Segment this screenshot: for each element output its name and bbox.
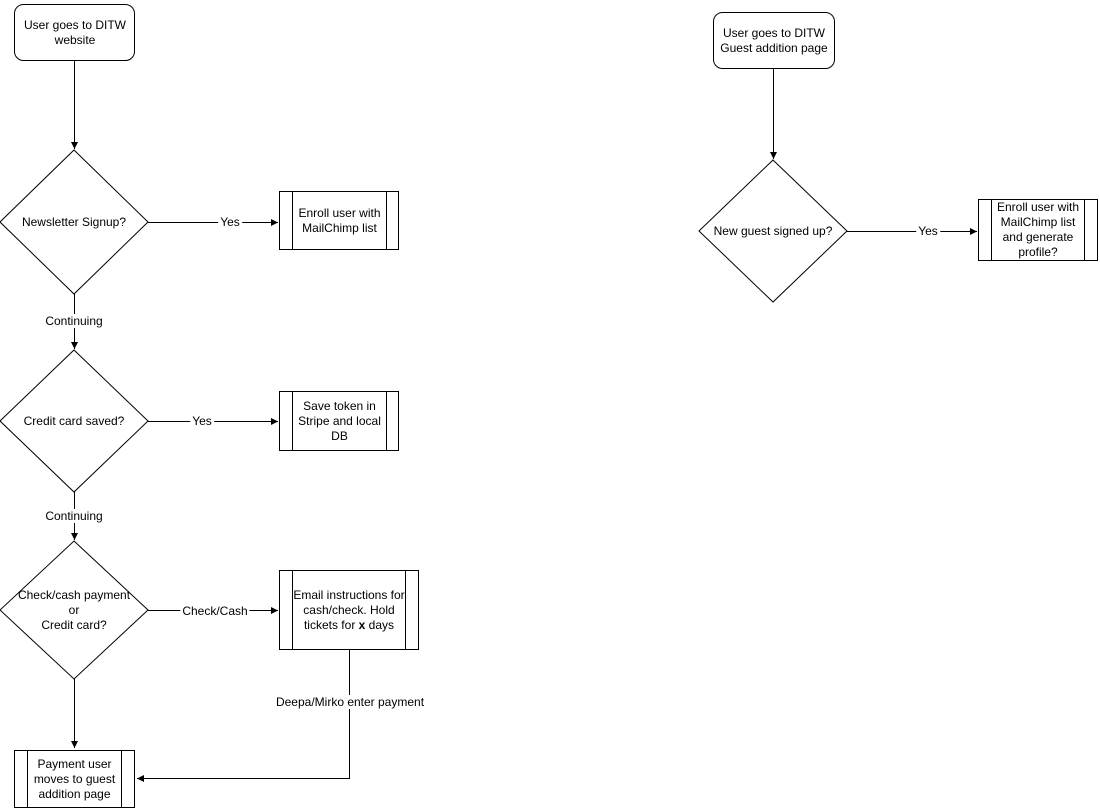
edge-deepa-label: Deepa/Mirko enter payment [273, 695, 427, 709]
process-save-token [279, 391, 399, 451]
process-enroll-generate-box [978, 199, 1098, 261]
process-payment-user [14, 750, 135, 808]
process-enroll-label: Enroll user with MailChimp list [298, 205, 381, 235]
process-enroll-generate [978, 199, 1098, 261]
decision-payment-label: Check/cash payment or Credit card? [17, 587, 131, 632]
edge-yes-right-label: Yes [916, 224, 940, 238]
process-email-label-bold: x [358, 617, 366, 632]
edge-check-cash-label: Check/Cash [180, 604, 250, 618]
start-node-right-label: User goes to DITW Guest addition page [720, 25, 828, 55]
process-email-label-before: Email instructions for cash/check. Hold … [293, 587, 405, 632]
edge-yes-1-label: Yes [218, 215, 242, 229]
process-enroll-mailchimp-bars [292, 191, 387, 250]
decision-new-guest [698, 159, 848, 303]
edge-deepa-mirko [137, 649, 350, 782]
edge-yes-2-label: Yes [190, 414, 214, 428]
process-email-instructions-bars [292, 570, 406, 650]
process-save-token-label: Save token in Stripe and local DB [298, 398, 381, 443]
process-save-token-bars [292, 391, 387, 451]
process-email-instructions [279, 570, 419, 650]
process-payment-user-box [14, 750, 135, 808]
decision-new-guest-label: New guest signed up? [713, 223, 833, 238]
process-save-token-box [279, 391, 399, 451]
process-payment-user-bars [27, 750, 122, 808]
start-node-left-label: User goes to DITW website [23, 17, 127, 47]
decision-newsletter-label: Newsletter Signup? [21, 214, 127, 229]
process-enroll-mailchimp [279, 191, 399, 250]
process-enroll-generate-bars [991, 199, 1085, 261]
process-payment-user-label: Payment user moves to guest addition pag… [33, 756, 116, 801]
process-enroll-mailchimp-box [279, 191, 399, 250]
edge-continuing-1-label: Continuing [43, 314, 105, 328]
edge-continuing-2-label: Continuing [43, 509, 105, 523]
process-email-instructions-box [279, 570, 419, 650]
process-email-label-after: days [365, 617, 395, 632]
process-enroll-generate-label: Enroll user with MailChimp list and gene… [996, 200, 1080, 259]
decision-credit-card-label: Credit card saved? [23, 413, 125, 428]
process-email-label: Email instructions for cash/check. Hold … [293, 571, 405, 649]
